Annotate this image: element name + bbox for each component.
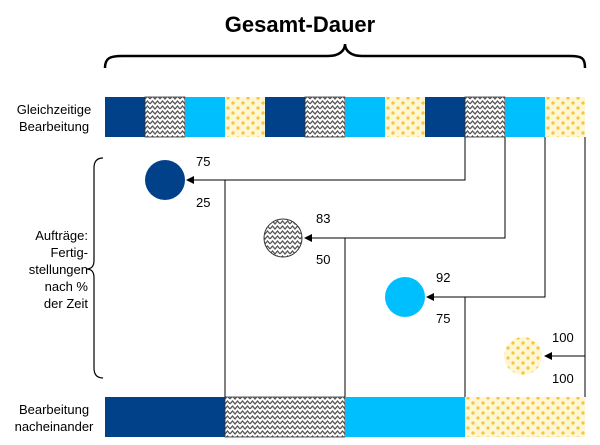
parallel-label-line2: Bearbeitung — [18, 119, 90, 134]
completion-arrows — [186, 137, 585, 360]
parallel-bar — [105, 96, 585, 138]
total-duration-brace — [103, 43, 587, 69]
side-label-line4: nach % — [44, 279, 88, 294]
sequential-label-line2: nacheinander — [14, 419, 94, 434]
arrow-order-c — [426, 137, 546, 301]
sequential-row-label: Bearbeitung nacheinander — [2, 401, 106, 435]
sequential-connectors — [224, 137, 586, 397]
order-a-sequential-percent: 25 — [196, 195, 211, 210]
arrow-order-a — [186, 137, 466, 184]
parallel-segment-b — [304, 96, 346, 138]
parallel-segment-a — [265, 97, 305, 137]
parallel-segment-c — [185, 97, 225, 137]
side-label-line3: stellungen — [28, 262, 88, 277]
arrow-order-b — [304, 137, 506, 242]
orders-brace — [85, 157, 104, 379]
parallel-row-label: Gleichzeitige Bearbeitung — [2, 101, 106, 135]
parallel-segment-d — [545, 97, 585, 137]
parallel-segment-a — [105, 97, 145, 137]
side-label-line2: Fertig- — [50, 245, 88, 260]
order-c-parallel-percent: 92 — [436, 270, 451, 285]
parallel-segment-b — [464, 96, 506, 138]
order-c-sequential-percent: 75 — [436, 311, 451, 326]
side-label-line5: der Zeit — [43, 296, 88, 311]
sequential-label-line1: Bearbeitung — [18, 402, 90, 417]
sequential-segment-c — [345, 397, 465, 437]
order-a-parallel-percent: 75 — [196, 154, 211, 169]
orders-side-label: Aufträge: Fertig- stellungen nach % der … — [0, 227, 88, 312]
parallel-segment-a — [425, 97, 465, 137]
sequential-segment-d — [465, 397, 585, 437]
parallel-label-line1: Gleichzeitige — [16, 102, 92, 117]
order-d-circle — [504, 337, 542, 375]
parallel-segment-d — [385, 97, 425, 137]
parallel-segment-d — [225, 97, 265, 137]
page-title: Gesamt-Dauer — [224, 12, 376, 37]
sequential-bar — [105, 396, 585, 438]
side-label-line1: Aufträge: — [35, 228, 88, 243]
parallel-segment-c — [505, 97, 545, 137]
sequential-segment-a — [105, 397, 225, 437]
order-a-circle — [145, 160, 185, 200]
parallel-segment-c — [345, 97, 385, 137]
parallel-segment-b — [144, 96, 186, 138]
order-b-circle — [263, 218, 303, 258]
order-b-parallel-percent: 83 — [316, 211, 331, 226]
order-c-circle — [385, 277, 425, 317]
order-d-sequential-percent: 100 — [552, 371, 574, 386]
sequential-segment-b — [224, 396, 346, 438]
order-d-parallel-percent: 100 — [552, 330, 574, 345]
order-b-sequential-percent: 50 — [316, 252, 331, 267]
